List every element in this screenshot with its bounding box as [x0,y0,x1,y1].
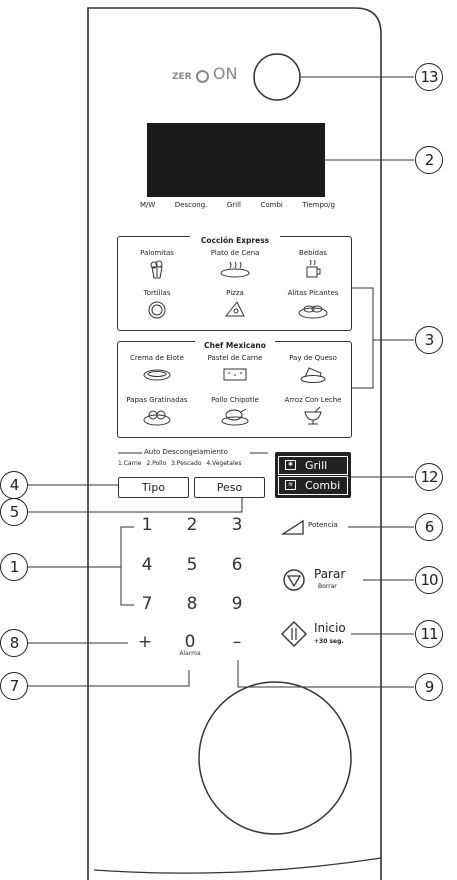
mode-mw: M/W [140,201,156,209]
dessert-cup-icon [304,406,322,425]
key-5[interactable]: 5 [186,555,198,575]
inicio-button[interactable]: Inicio [314,621,346,635]
item-palomitas[interactable]: Palomitas [118,249,196,279]
mode-combi: Combi [260,201,283,209]
brand-circle-icon [195,70,209,83]
item-pollo-chipotle[interactable]: Pollo Chipotle [196,396,274,426]
auto-descong-title: Auto Descongelamiento [144,448,228,456]
combi-icon: ≋ [285,480,296,490]
potencia-icon [280,519,304,535]
callout-6: 6 [415,513,443,541]
tipo-button[interactable]: Tipo [118,477,189,498]
led-display [147,123,325,197]
knob-small [253,53,301,101]
potencia-button[interactable]: Potencia [308,521,338,529]
callout-8: 8 [0,629,28,657]
item-tortillas[interactable]: Tortillas [118,289,196,319]
auto-descong-options: 1.Carne 2.Pollo 3.Pescado 4.Vegetales [118,460,242,467]
tortilla-icon [148,301,166,319]
grill-button[interactable]: ✱ Grill [278,456,348,475]
item-papas-gratinadas[interactable]: Papas Gratinadas [118,396,196,426]
key-2[interactable]: 2 [186,515,198,535]
key-3[interactable]: 3 [231,515,243,535]
pizza-icon [224,301,245,317]
callout-12: 12 [415,463,443,491]
coccion-express-title: Cocción Express [190,236,280,245]
key-8[interactable]: 8 [186,594,198,614]
inicio-sub-label: +30 seg. [314,638,344,645]
wings-icon [298,305,328,319]
dial-knob [198,681,352,835]
key-4[interactable]: 4 [141,555,153,575]
callout-13: 13 [415,63,443,91]
key-minus[interactable]: – [232,632,242,652]
borrar-label: Borrar [318,583,337,590]
callout-4: 4 [0,471,28,499]
item-pay-de-queso[interactable]: Pay de Queso [274,354,352,384]
item-pizza[interactable]: Pizza [196,289,274,319]
meatloaf-icon [223,368,247,381]
chef-mexicano-title: Chef Mexicano [195,341,275,350]
callout-3: 3 [415,326,443,354]
callout-11: 11 [415,620,443,648]
peso-button[interactable]: Peso [194,477,265,498]
combi-button[interactable]: ≋ Combi [278,476,348,495]
grill-combi-group: ✱ Grill ≋ Combi [275,452,351,498]
item-pastel-de-carne[interactable]: Pastel de Carne [196,354,274,384]
brand-logo: ZER ON [172,64,237,83]
item-bebidas[interactable]: Bebidas [274,249,352,279]
callout-5: 5 [0,498,28,526]
parar-button[interactable]: Parar [314,567,346,581]
cup-icon [306,259,321,278]
dinner-plate-icon [220,261,250,278]
item-alitas-picantes[interactable]: Alitas Picantes [274,289,352,319]
callout-9: 9 [415,673,443,701]
key-zero[interactable]: 0 Alarma [175,632,205,657]
key-6[interactable]: 6 [231,555,243,575]
popcorn-icon [150,260,163,279]
callout-1: 1 [0,553,28,581]
item-arroz-con-leche[interactable]: Arroz Con Leche [274,396,352,426]
callout-7: 7 [0,672,28,700]
grill-icon: ✱ [285,460,296,470]
key-7[interactable]: 7 [141,594,153,614]
item-crema-de-elote[interactable]: Crema de Elote [118,354,196,384]
gratin-icon [143,410,171,426]
mode-descong: Descong. [174,201,208,209]
alarma-label: Alarma [179,650,201,657]
mode-grill: Grill [226,201,241,209]
chicken-icon [221,408,249,426]
chef-mexicano-panel[interactable]: Chef Mexicano Crema de Elote Pastel de C… [117,341,352,438]
key-1[interactable]: 1 [141,515,153,535]
mode-tiempo: Tiempo/g [302,201,335,209]
soup-bowl-icon [143,369,171,381]
key-9[interactable]: 9 [231,594,243,614]
callout-10: 10 [415,566,443,594]
cheesecake-icon [300,367,326,383]
display-mode-labels: M/W Descong. Grill Combi Tiempo/g [140,201,335,209]
key-plus[interactable]: + [137,632,153,652]
coccion-express-panel[interactable]: Cocción Express Palomitas Plato de Cena … [117,236,352,331]
item-plato-de-cena[interactable]: Plato de Cena [196,249,274,279]
brand-suffix: ON [212,64,238,83]
callout-2: 2 [415,146,443,174]
brand-prefix: ZER [172,72,192,82]
